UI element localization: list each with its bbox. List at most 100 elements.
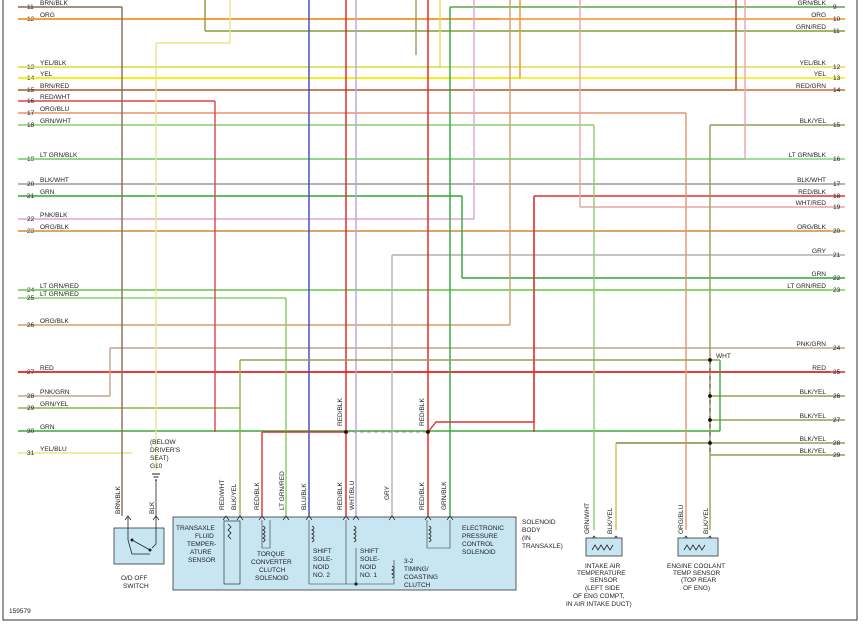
iat-name-6: IN AIR INTAKE DUCT) — [566, 601, 632, 608]
ss1-label-3: NOID — [360, 564, 377, 571]
epc-label-4: SOLENOID — [462, 549, 496, 556]
left-wire-num-18: 18 — [27, 122, 35, 129]
ect-name-2: TEMP SENSOR — [673, 570, 721, 577]
timing-label-2: TIMING/ — [404, 566, 429, 573]
left-wire-num-30: 30 — [27, 428, 35, 435]
left-wire-label-25: LT GRN/RED — [40, 291, 79, 298]
right-wire-label-21: GRY — [812, 248, 827, 255]
iat-wire-1: GRN/WHT — [584, 503, 591, 534]
od-switch-name-2: SWITCH — [123, 583, 149, 590]
switch-point — [148, 548, 152, 552]
ss1-label-4: NO. 1 — [360, 572, 377, 579]
ground-id: G10 — [150, 463, 163, 470]
right-wire-num-26: 26 — [833, 393, 841, 400]
iat-name-1: INTAKE AIR — [585, 563, 621, 570]
left-wire-label-18: GRN/WHT — [40, 118, 71, 125]
right-wire-num-24: 24 — [833, 345, 841, 352]
right-wire-num-16: 16 — [833, 156, 841, 163]
iat-name-5: OF ENG COMPT, — [573, 593, 624, 600]
switch-blk-label: BLK — [149, 501, 156, 514]
right-wire-num-19: 19 — [833, 204, 841, 211]
left-wire-label-30: GRN — [40, 424, 55, 431]
ss2-label-3: NOID — [313, 564, 330, 571]
ss1-label-2: SOLE- — [360, 556, 380, 563]
left-wire-num-25: 25 — [27, 295, 35, 302]
tft-label-5: SENSOR — [188, 557, 216, 564]
splice-1 — [426, 430, 430, 434]
left-wire-label-17: ORG/BLU — [40, 106, 70, 113]
right-wire-label-11: GRN/RED — [796, 24, 826, 31]
switch-pivot — [130, 538, 134, 542]
connector-labels: RED/WHT BLK/YEL RED/BLK LT GRN/RED BLU/B… — [219, 353, 731, 510]
lbl-red-blk-splice-1: RED/BLK — [337, 398, 344, 426]
right-wire-label-28: BLK/YEL — [800, 436, 827, 443]
left-wire-label-19: LT GRN/BLK — [40, 152, 78, 159]
tcc-frame — [261, 520, 271, 549]
lbl-lt-grn-red: LT GRN/RED — [279, 471, 286, 510]
switch-contact — [127, 516, 150, 555]
right-wire-num-18: 18 — [833, 193, 841, 200]
right-wire-num-20: 20 — [833, 228, 841, 235]
timing-label-3: COASTING — [404, 574, 438, 581]
solenoid-title-3: (IN — [522, 535, 531, 542]
ect-name-3: (TOP REAR — [681, 577, 716, 584]
splice-0 — [344, 430, 348, 434]
left-wire-num-26: 26 — [27, 322, 35, 329]
right-wire-num-28: 28 — [833, 440, 841, 447]
lbl-blu-blk: BLU/BLK — [301, 483, 308, 510]
lbl-gry: GRY — [384, 485, 391, 500]
right-wire-label-24: PNK/GRN — [796, 341, 826, 348]
tft-label-2: FLUID — [195, 533, 214, 540]
ss1-label-1: SHIFT — [360, 548, 379, 555]
left-wire-label-31: YEL/BLU — [40, 446, 67, 453]
ect-name-4: OF ENG) — [683, 585, 710, 592]
left-wire-label-16: RED/WHT — [40, 94, 70, 101]
solenoid-splice — [354, 582, 358, 586]
lbl-red-blk-b: RED/BLK — [337, 482, 344, 510]
tcc-label-3: CLUTCH — [259, 567, 286, 574]
right-wire-num-14: 14 — [833, 87, 841, 94]
lbl-blk-yel: BLK/YEL — [231, 483, 238, 510]
splice-5 — [708, 441, 712, 445]
lbl-red-blk-a: RED/BLK — [254, 482, 261, 510]
left-wire-label-29: GRN/YEL — [40, 401, 69, 408]
iat-thermistor — [591, 544, 614, 551]
right-wire-label-27: BLK/YEL — [800, 413, 827, 420]
solenoid-title-4: TRANSAXLE) — [522, 543, 563, 550]
left-wire-num-17: 17 — [27, 110, 35, 117]
od-switch-box — [113, 527, 165, 565]
tcc-label-2: CONVERTER — [251, 559, 292, 566]
right-wire-label-23: LT GRN/RED — [787, 283, 826, 290]
iat-name-3: SENSOR — [590, 577, 618, 584]
right-wire-label-13: YEL — [814, 71, 827, 78]
tft-label-4: ATURE — [190, 549, 212, 556]
right-wire-label-18: RED/BLK — [798, 189, 826, 196]
epc-frame — [426, 520, 451, 549]
switch-brn-blk-label: BRN/BLK — [115, 486, 122, 514]
switch-ground-lead — [151, 516, 157, 549]
right-wire-label-9: GRN/BLK — [797, 0, 826, 7]
solenoid-body: TRANSAXLE FLUID TEMPER- ATURE SENSOR TOR… — [172, 515, 714, 591]
iat-name-4: (LEFT SIDE — [585, 585, 621, 592]
left-wire-num-31: 31 — [27, 450, 35, 457]
vertical-wires — [109, 0, 746, 530]
solenoid-body-box — [172, 516, 517, 591]
right-wire-num-9: 9 — [833, 4, 837, 11]
right-wire-label-20: ORG/BLK — [797, 224, 827, 231]
solenoid-title-1: SOLENOID — [522, 519, 556, 526]
timing-label-1: 3-2 — [404, 558, 414, 565]
ss2-label-1: SHIFT — [313, 548, 332, 555]
right-wire-num-22: 22 — [833, 275, 841, 282]
left-wire-label-15: BRN/RED — [40, 83, 70, 90]
right-wire-label-14: RED/GRN — [796, 83, 826, 90]
splice-4 — [708, 418, 712, 422]
engine-coolant-temp-sensor: ORG/BLU BLK/YEL ENGINE COOLANT TEMP SENS… — [667, 504, 725, 592]
left-wire-label-23: ORG/BLK — [40, 224, 70, 231]
ground-note-2: DRIVER'S — [150, 447, 181, 454]
ect-wire-1: ORG/BLU — [678, 504, 685, 534]
left-wire-label-21: GRN — [40, 189, 55, 196]
right-wire-label-26: BLK/YEL — [800, 389, 827, 396]
